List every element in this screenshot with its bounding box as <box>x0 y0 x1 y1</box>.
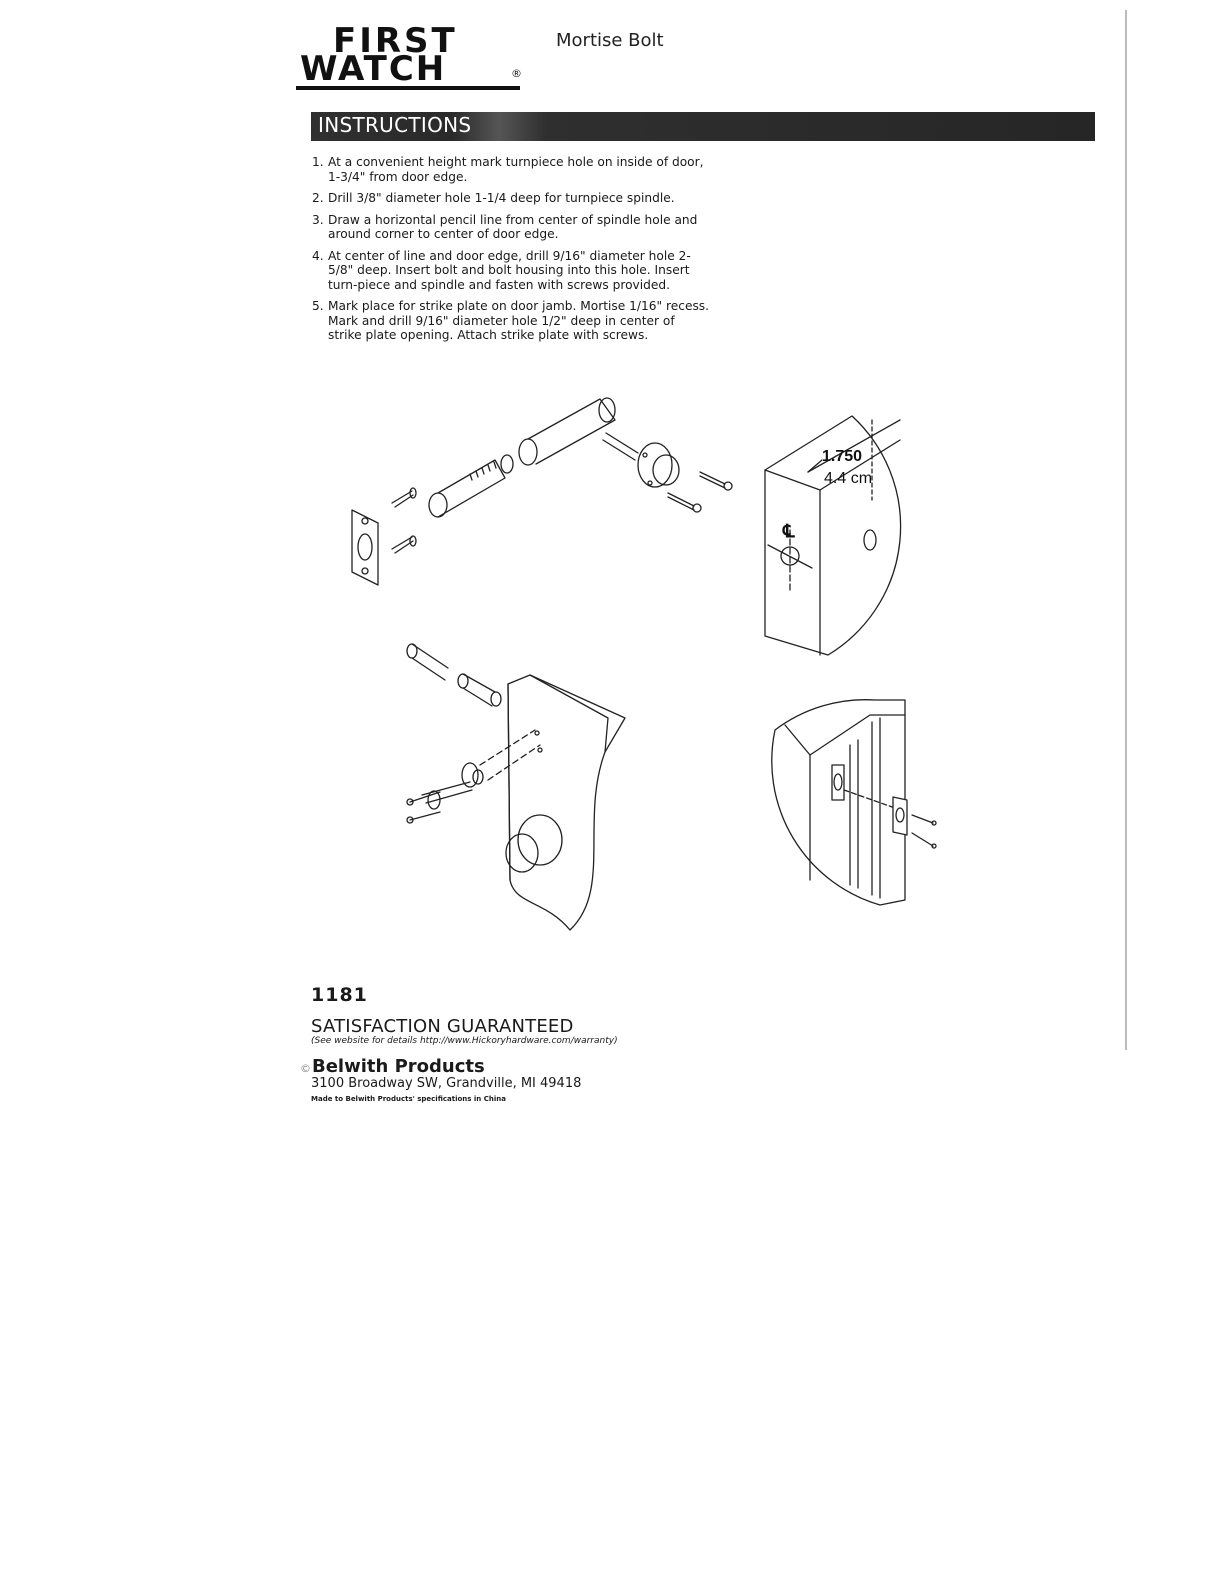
product-title: Mortise Bolt <box>556 30 664 51</box>
step-number: 3. <box>312 212 324 227</box>
instructions-heading: INSTRUCTIONS <box>318 113 472 137</box>
step-text: Drill 3/8" diameter hole 1-1/4 deep for … <box>328 191 675 205</box>
step-item: 3. Draw a horizontal pencil line from cen… <box>312 213 712 242</box>
step-text: At a convenient height mark turnpiece ho… <box>328 155 704 184</box>
step-number: 1. <box>312 155 324 169</box>
instruction-steps: 1. At a convenient height mark turnpiece … <box>312 155 712 350</box>
step-item: 2. Drill 3/8" diameter hole 1-1/4 deep fo… <box>312 191 712 206</box>
step-number: 4. <box>312 248 324 263</box>
dimension-cm: 4.4 cm <box>824 470 872 487</box>
step-number: 2. <box>312 191 324 205</box>
logo-underline <box>296 86 520 90</box>
door-edge-measure-detail <box>764 415 902 656</box>
registered-mark: ® <box>511 67 522 80</box>
door-jamb-strike-detail <box>771 699 937 906</box>
scan-edge-line <box>1125 10 1127 1050</box>
copyright-mark: © <box>300 1062 311 1075</box>
guarantee-note: (See website for details http://www.Hick… <box>311 1036 618 1046</box>
instructions-bar <box>311 112 1095 141</box>
company-address: 3100 Broadway SW, Grandville, MI 49418 <box>311 1076 582 1091</box>
dimension-inches: 1.750 <box>822 448 862 465</box>
step-item: 5. Mark place for strike plate on door ja… <box>312 299 712 343</box>
brand-logo-line2: WATCH <box>300 49 447 89</box>
brand-logo-line1: FIRST <box>333 21 458 61</box>
step-number: 5. <box>312 299 324 313</box>
made-in-note: Made to Belwith Products' specifications… <box>311 1095 506 1103</box>
step-item: 4. At center of line and door edge, drill… <box>312 249 712 293</box>
centerline-symbol: ℄ <box>782 521 795 541</box>
model-number: 1181 <box>311 984 368 1006</box>
step-text: Draw a horizontal pencil line from cente… <box>328 212 698 242</box>
step-text: Mark place for strike plate on door jamb… <box>328 299 710 342</box>
step-item: 1. At a convenient height mark turnpiece … <box>312 155 712 184</box>
company-name-text: Belwith Products <box>312 1056 485 1077</box>
guarantee-heading: SATISFACTION GUARANTEED <box>311 1016 574 1037</box>
installation-diagrams: 1.750 4.4 cm ℄ <box>351 397 937 931</box>
step-text: At center of line and door edge, drill 9… <box>328 248 691 292</box>
exploded-bolt-assembly <box>351 397 733 586</box>
company-name: ©Belwith Products <box>300 1056 485 1077</box>
door-turnpiece-assembly <box>406 643 626 931</box>
